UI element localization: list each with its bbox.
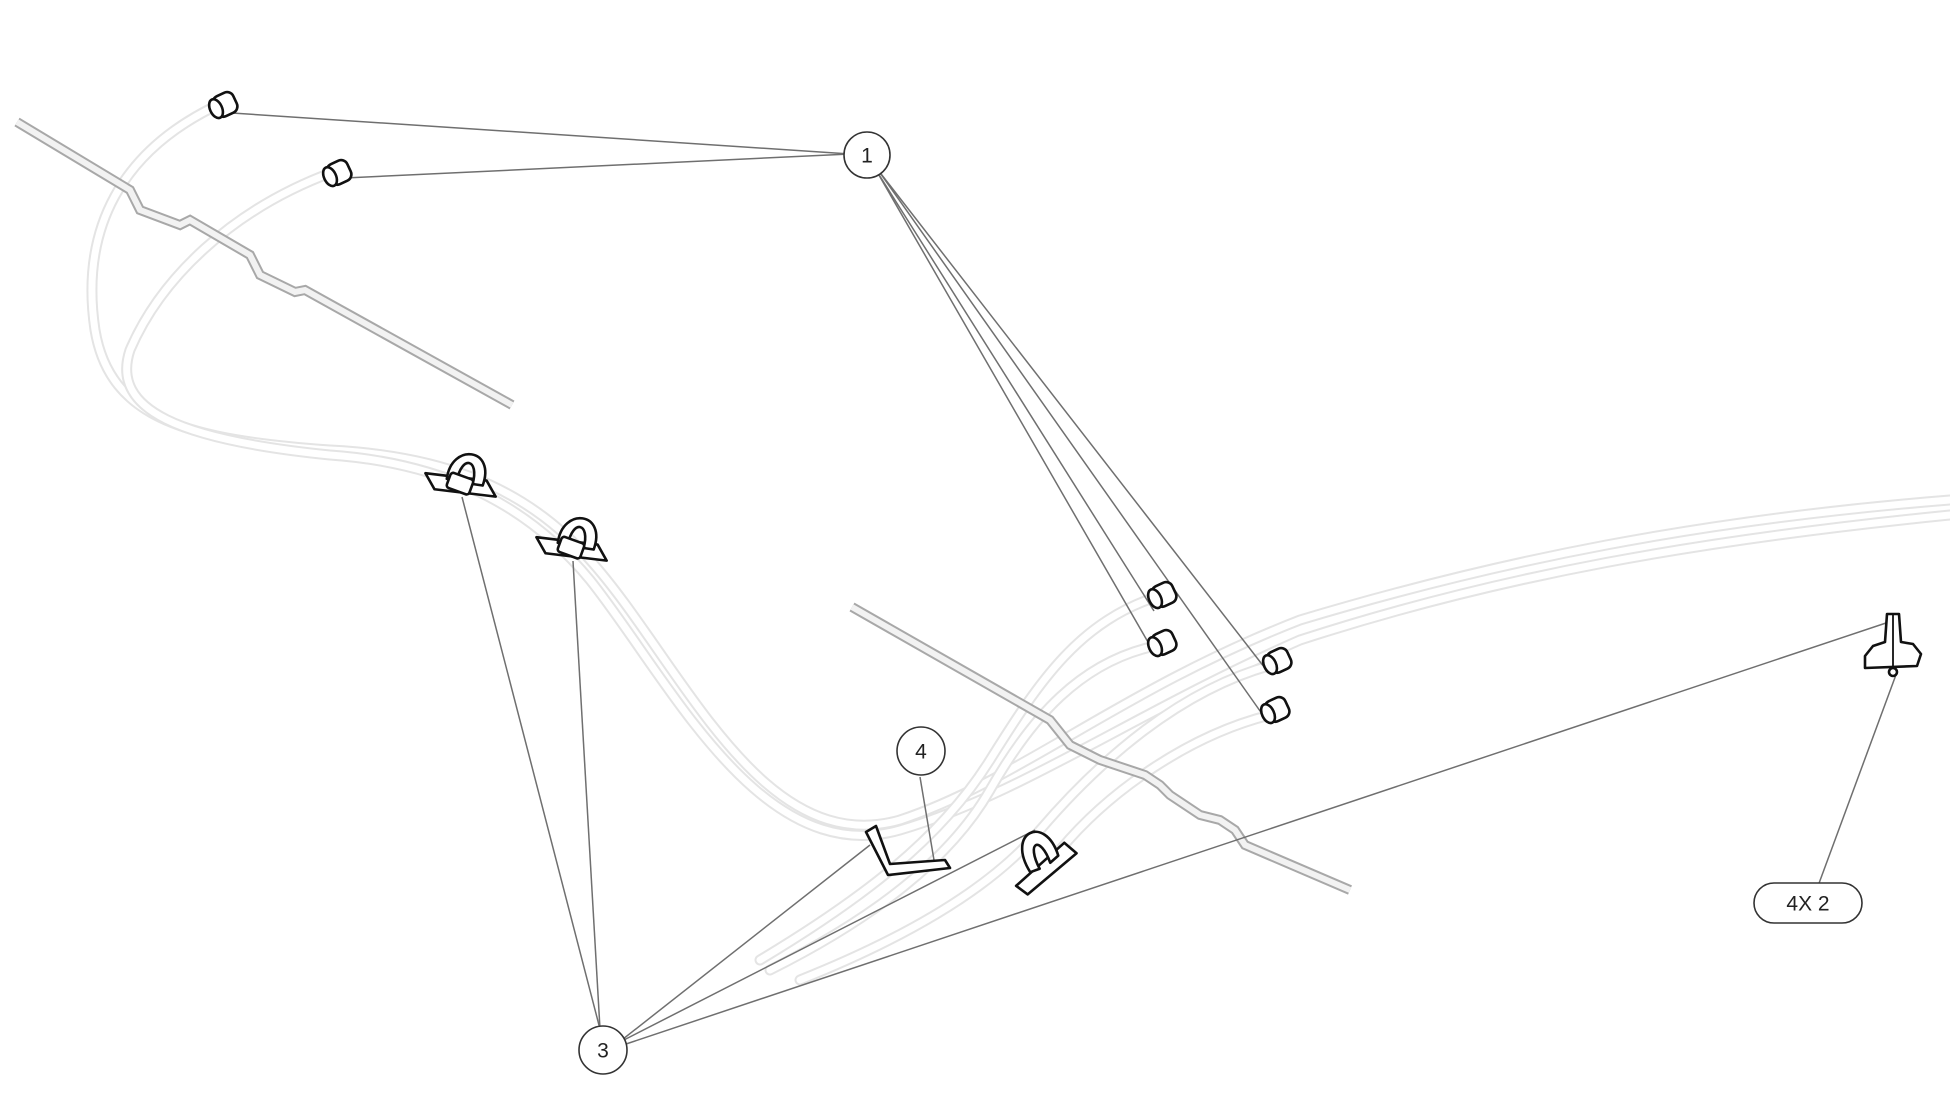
- leader-3-d: [617, 829, 1036, 1044]
- cap-icon: [207, 90, 239, 120]
- leader-3-c: [617, 844, 871, 1044]
- hose-second-left: [121, 166, 1950, 841]
- callout-3-label: 3: [597, 1040, 609, 1063]
- callout-3[interactable]: 3: [578, 1025, 628, 1075]
- cap-icon: [1146, 628, 1178, 658]
- cap-icon: [1261, 646, 1293, 676]
- callout-1-label: 1: [861, 145, 873, 168]
- leader-1-d: [875, 169, 1157, 657]
- callout-4x2[interactable]: 4X 2: [1753, 882, 1863, 924]
- leader-1-a: [231, 112, 851, 155]
- clamp-parts: [424, 453, 1923, 896]
- clamp-icon: [1014, 830, 1078, 896]
- callout-4[interactable]: 4: [896, 726, 946, 776]
- bracket-icon: [864, 824, 952, 877]
- clamp-icon: [535, 517, 608, 562]
- leader-3-b: [572, 560, 601, 1030]
- rail-group: [14, 117, 1352, 895]
- callout-4-label: 4: [915, 741, 927, 764]
- leader-3-e: [619, 622, 1887, 1047]
- clamp-icon: [1863, 612, 1923, 678]
- leader-4: [919, 776, 936, 867]
- leader-4x2: [1817, 671, 1898, 887]
- hose-group: [86, 97, 1950, 986]
- leader-1-f: [877, 169, 1266, 719]
- callout-1[interactable]: 1: [843, 131, 891, 179]
- cap-icon: [1146, 580, 1178, 610]
- cap-icon: [321, 158, 353, 188]
- leader-1-e: [877, 169, 1269, 673]
- cap-icon: [1259, 695, 1291, 725]
- clamp-icon: [424, 453, 497, 498]
- leader-3-a: [461, 496, 601, 1030]
- leader-lines: [231, 112, 1898, 1047]
- hose-center-a: [754, 589, 1168, 966]
- leader-1-b: [344, 153, 851, 179]
- callout-4x2-label: 4X 2: [1786, 893, 1829, 916]
- cap-parts: [207, 90, 1293, 725]
- leader-1-c: [875, 169, 1155, 612]
